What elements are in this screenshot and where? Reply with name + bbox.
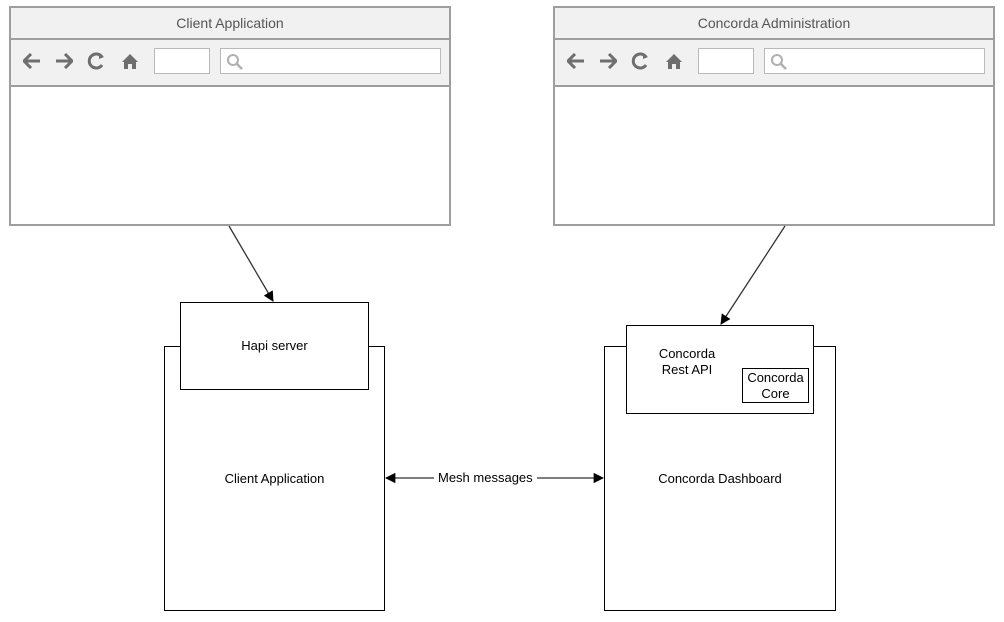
back-arrow-icon[interactable] xyxy=(563,45,589,77)
hapi-server-label: Hapi server xyxy=(241,338,308,353)
client-application-box: Client Application xyxy=(164,346,385,611)
admin-browser-to-rest-api-edge xyxy=(720,225,786,325)
admin-browser-viewport xyxy=(555,87,993,224)
client-browser-viewport xyxy=(11,87,449,224)
hapi-server-box: Hapi server xyxy=(180,302,369,390)
client-browser-window: Client Application xyxy=(9,6,451,226)
concorda-rest-api-label: Concorda Rest API xyxy=(658,346,716,377)
home-icon[interactable] xyxy=(117,45,143,77)
concorda-core-label: Concorda Core xyxy=(747,369,804,401)
reload-icon[interactable] xyxy=(627,45,653,77)
search-field[interactable] xyxy=(764,48,985,74)
reload-icon[interactable] xyxy=(83,45,109,77)
search-field[interactable] xyxy=(220,48,441,74)
forward-arrow-icon[interactable] xyxy=(51,45,77,77)
client-application-label: Client Application xyxy=(224,470,325,486)
client-browser-to-hapi-edge xyxy=(228,225,274,302)
concorda-core-box: Concorda Core xyxy=(742,368,809,403)
address-field[interactable] xyxy=(154,48,210,74)
client-browser-title: Client Application xyxy=(11,8,449,40)
back-arrow-icon[interactable] xyxy=(19,45,45,77)
admin-browser-toolbar xyxy=(555,40,993,87)
forward-arrow-icon[interactable] xyxy=(595,45,621,77)
admin-browser-window: Concorda Administration xyxy=(553,6,995,226)
search-icon xyxy=(227,54,243,70)
concorda-dashboard-label: Concorda Dashboard xyxy=(658,470,782,486)
search-icon xyxy=(771,54,787,70)
client-browser-toolbar xyxy=(11,40,449,87)
admin-browser-title: Concorda Administration xyxy=(555,8,993,40)
home-icon[interactable] xyxy=(661,45,687,77)
mesh-messages-label: Mesh messages xyxy=(434,470,537,485)
address-field[interactable] xyxy=(698,48,754,74)
concorda-rest-api-box: Concorda Rest API Concorda Core xyxy=(626,325,814,414)
